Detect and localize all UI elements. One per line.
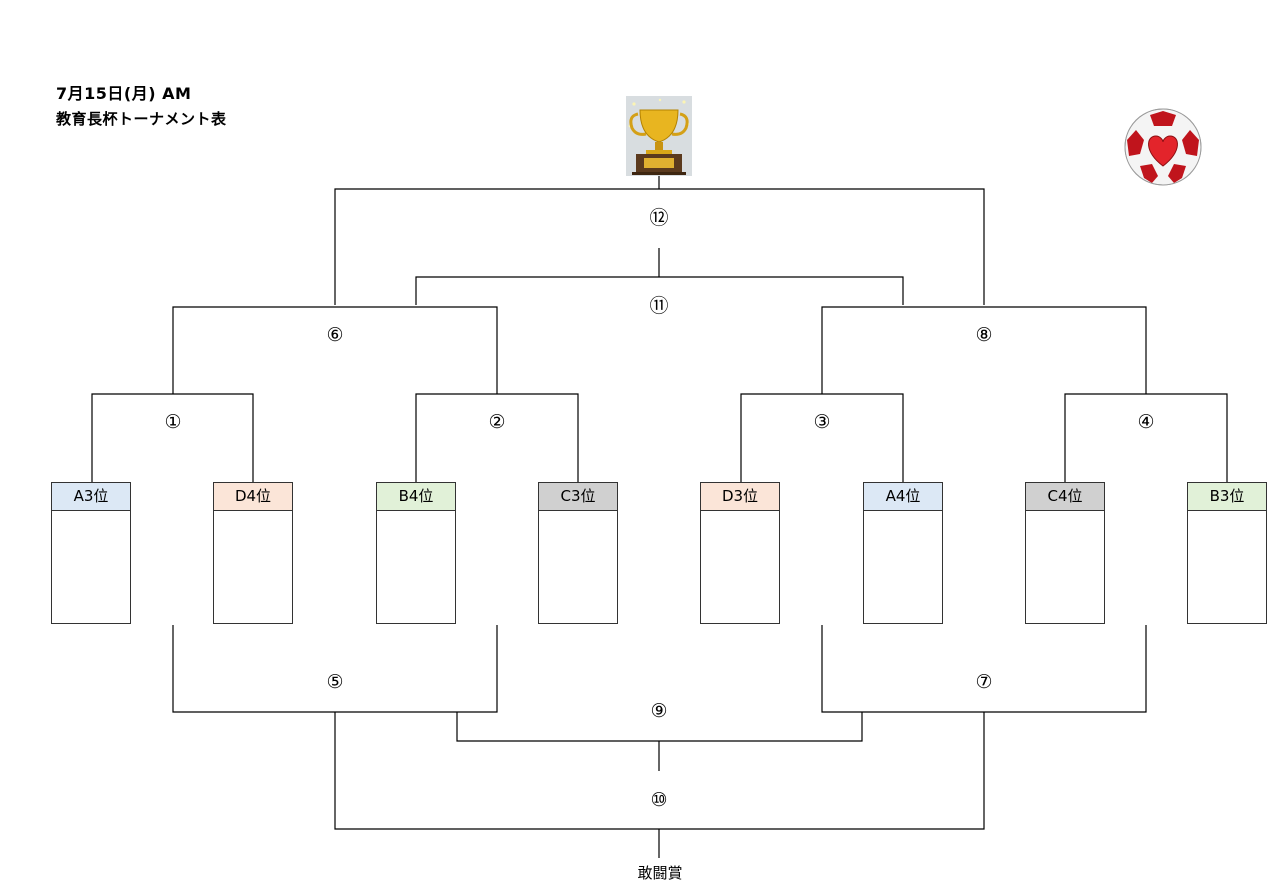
team-label: C4位 (1026, 483, 1104, 511)
team-box-b3: B3位 (1187, 482, 1267, 624)
team-label: C3位 (539, 483, 617, 511)
match-number-12: ⑫ (649, 207, 669, 229)
team-label: A4位 (864, 483, 942, 511)
match-number-5: ⑤ (326, 671, 344, 693)
team-label: B3位 (1188, 483, 1266, 511)
match-number-11: ⑪ (649, 295, 669, 317)
match-number-7: ⑦ (975, 671, 993, 693)
match-number-10: ⑩ (650, 789, 668, 811)
team-box-a4: A4位 (863, 482, 943, 624)
team-box-c3: C3位 (538, 482, 618, 624)
match-number-4: ④ (1137, 411, 1155, 433)
match-number-9: ⑨ (650, 700, 668, 722)
team-label: D4位 (214, 483, 292, 511)
soccer-ball-heart-icon (1124, 108, 1202, 186)
tournament-date: 7月15日(月) AM (56, 84, 192, 103)
team-box-a3: A3位 (51, 482, 131, 624)
team-box-d3: D3位 (700, 482, 780, 624)
tournament-title: 教育長杯トーナメント表 (56, 110, 227, 128)
team-box-c4: C4位 (1025, 482, 1105, 624)
team-label: B4位 (377, 483, 455, 511)
match-number-8: ⑧ (975, 324, 993, 346)
team-box-b4: B4位 (376, 482, 456, 624)
fighting-spirit-award-label: 敢闘賞 (637, 864, 683, 882)
trophy-icon (626, 96, 692, 176)
match-number-6: ⑥ (326, 324, 344, 346)
match-number-1: ① (164, 411, 182, 433)
team-label: A3位 (52, 483, 130, 511)
match-number-3: ③ (813, 411, 831, 433)
team-box-d4: D4位 (213, 482, 293, 624)
match-number-2: ② (488, 411, 506, 433)
team-label: D3位 (701, 483, 779, 511)
